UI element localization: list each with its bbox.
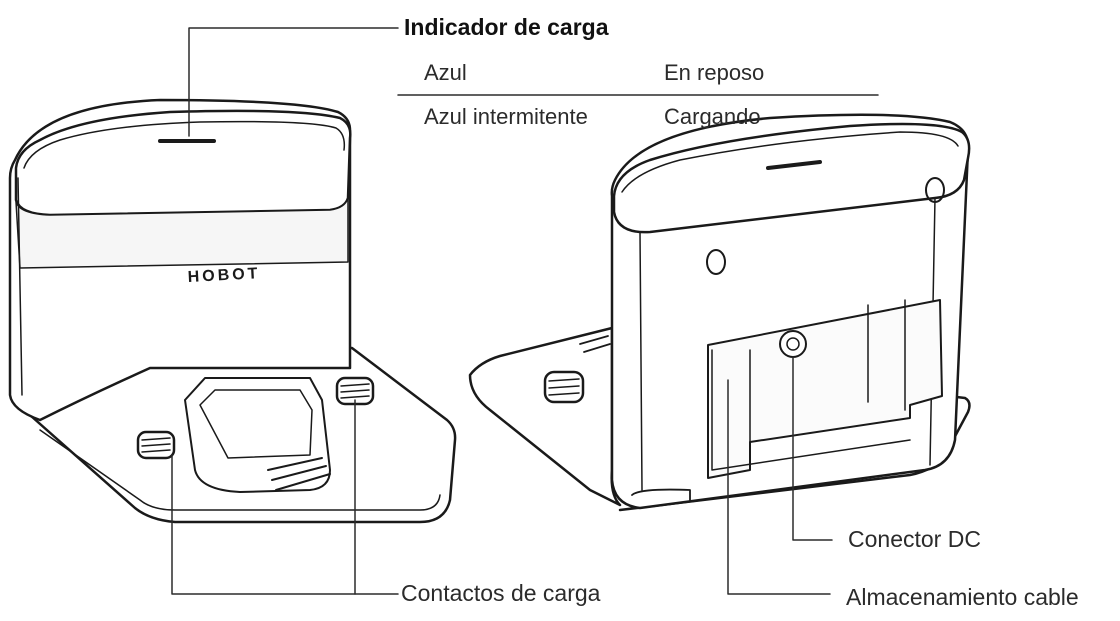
left-dock-center-recess-inner [199,389,313,459]
left-dock-chevrons [267,457,331,491]
right-dock-screw-hole-left [706,249,726,275]
right-dock-rear-view [468,113,971,512]
right-dock-charging-contact [543,370,585,404]
left-dock-base-inner-edge [39,429,441,511]
left-dock-charging-contact-left [136,430,176,460]
indicator-row-1-color: Azul [424,60,467,85]
leader-cable-storage [727,379,831,595]
right-dock-lid-top-face [621,131,959,193]
right-dock-screw-hole-right [925,177,945,203]
leader-charging-indicator [188,27,399,137]
indicator-row-2-color: Azul intermitente [424,104,588,129]
right-dock-indicator-slot [766,160,822,170]
left-dock-left-edge [17,177,23,396]
callout-dc-connector: Conector DC [848,526,981,552]
right-dock-dc-connector [779,330,807,358]
left-dock-front-view [8,98,457,524]
left-dock-front-band [15,197,349,269]
indicator-row-1-state: En reposo [664,60,765,85]
leader-contacts-left [171,454,399,595]
charging-indicator-title: Indicador de carga [404,14,609,40]
leader-lines [171,27,879,595]
leader-dc-connector [792,356,833,541]
right-dock-bottom-notch [631,488,691,501]
left-dock-lid-top-face [23,120,346,169]
callout-cable-storage: Almacenamiento cable [846,584,1079,610]
right-dock-cable-storage-recess [707,299,943,479]
left-dock-center-recess [184,377,331,493]
right-dock-base-plate [468,326,622,507]
right-dock-cable-storage-inner [711,299,911,471]
indicator-row-2-state: Cargando [664,104,761,129]
callout-charging-contacts: Contactos de carga [401,580,601,606]
right-dock-chevrons [579,335,611,353]
brand-logo: HOBOT [187,265,261,286]
